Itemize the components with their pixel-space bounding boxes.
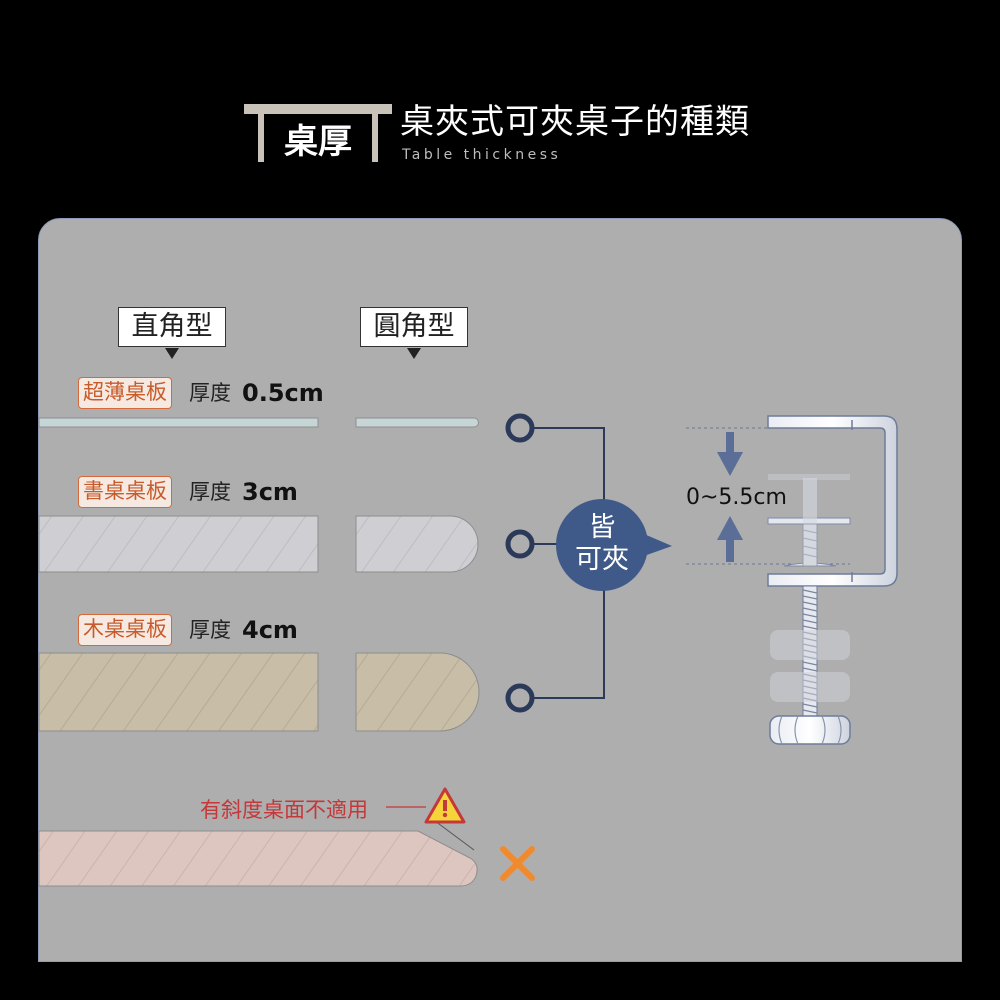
type-square-label: 直角型 [118,307,226,347]
warning-text: 有斜度桌面不適用 [200,798,368,822]
thin-board-square [38,417,319,428]
desk-board-square [38,515,319,573]
arrow-up-shaft [726,538,734,562]
clamp-ghost-plate [768,474,850,480]
arrow-down-shaft [726,432,734,454]
board-value-wood: 4cm [242,616,298,644]
page-title: 桌夾式可夾桌子的種類 [400,102,750,142]
board-label-wood: 厚度 [189,618,231,642]
board-value-desk: 3cm [242,478,298,506]
board-badge-desk: 書桌桌板 [78,476,172,508]
clamp-badge-line1: 皆 [588,512,616,543]
thin-board-round [355,417,479,428]
board-label-thin: 厚度 [189,381,231,405]
board-label-desk: 厚度 [189,480,231,504]
clamp-badge-line2: 可夾 [575,544,629,575]
clamp-badge: 皆 可夾 [556,499,648,591]
wood-board-square [38,652,319,732]
badge-pointer-icon [644,534,672,556]
arrow-down-icon [717,452,743,476]
ring-icon [505,413,535,443]
page-subtitle: Table thickness [402,147,562,163]
clamp-ghost-knob [770,672,850,702]
wood-board-round [355,652,480,732]
table-top-icon [244,104,392,114]
clamp-frame [767,415,898,587]
clamp-range-label: 0~5.5cm [686,485,787,510]
type-round-label: 圓角型 [360,307,468,347]
table-leg-left [258,114,264,162]
header-tag: 桌厚 [284,122,352,162]
board-badge-thin: 超薄桌板 [78,377,172,409]
desk-board-round [355,515,479,573]
arrow-up-icon [717,516,743,540]
type-round-arrow-icon [407,348,421,359]
type-square-arrow-icon [165,348,179,359]
table-leg-right [372,114,378,162]
clamp-ghost-knob [770,630,850,660]
clamp-knob-icon [769,715,851,745]
board-badge-wood: 木桌桌板 [78,614,172,646]
header-table-icon: 桌厚 [244,104,392,162]
ring-icon [505,529,535,559]
warning-triangle-icon [424,787,466,824]
ring-icon [505,683,535,713]
board-value-thin: 0.5cm [242,379,324,407]
cross-icon [500,846,535,881]
sloped-board [38,830,478,887]
